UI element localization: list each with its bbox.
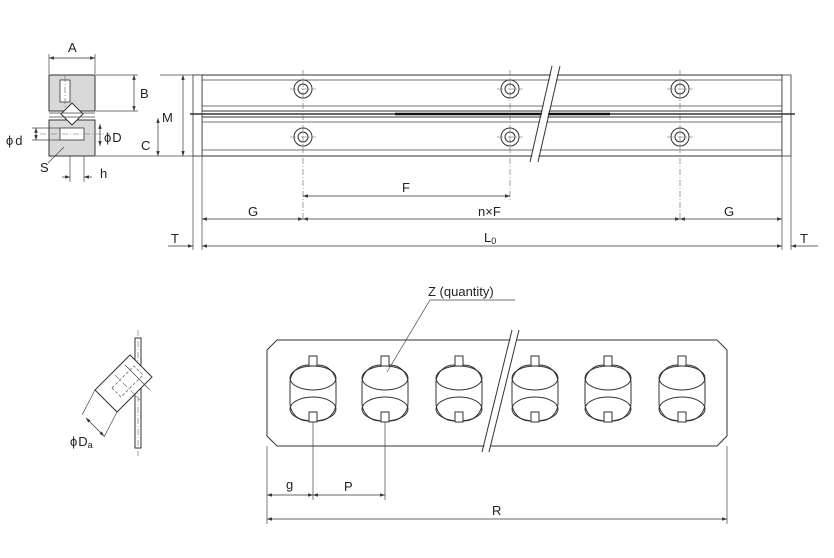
dim-label-G-right: G [724, 204, 734, 219]
dim-label-phi-D: ϕD [104, 130, 122, 145]
dim-label-T-right: T [800, 231, 808, 246]
dim-label-h: h [100, 166, 107, 181]
upper-rail [201, 74, 783, 112]
label-Z-quantity: Z (quantity) [428, 284, 494, 299]
dim-label-phi-Da: ϕDa [70, 434, 93, 450]
dim-label-L0: L0 [484, 230, 496, 246]
dim-label-B: B [140, 86, 149, 101]
dim-label-C: C [141, 138, 150, 153]
dim-label-T-left: T [171, 231, 179, 246]
dim-label-g: g [286, 477, 293, 492]
roller-side-view: ϕDa [70, 330, 153, 456]
dim-label-M: M [162, 110, 173, 125]
dim-label-A: A [68, 40, 77, 55]
cage-view: Z (quantity) g P R [266, 284, 728, 524]
dim-label-R: R [492, 503, 501, 518]
dim-label-P: P [344, 479, 353, 494]
dim-label-nF: n×F [478, 204, 501, 219]
rail-elevation-view: F G n×F G T T L0 [168, 65, 818, 250]
roller-section [60, 102, 84, 126]
dim-label-S: S [40, 160, 49, 175]
rollers [289, 355, 706, 423]
dim-label-F: F [402, 180, 410, 195]
dim-label-G-left: G [248, 204, 258, 219]
